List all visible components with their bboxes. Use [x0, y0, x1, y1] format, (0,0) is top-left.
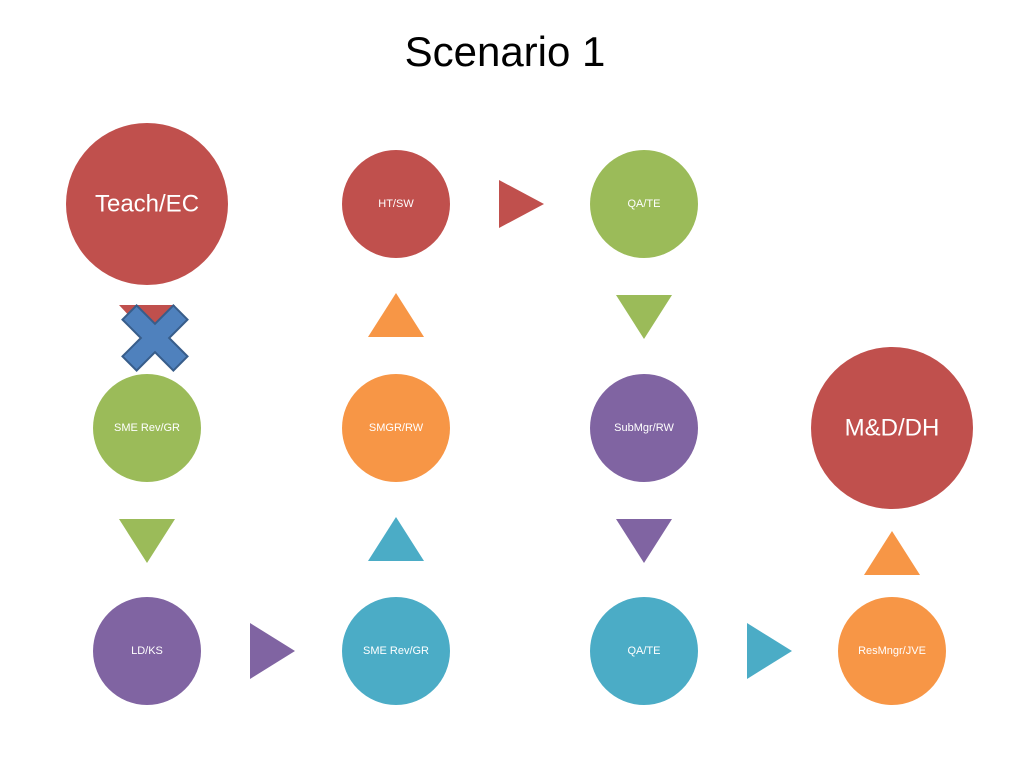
node-label-teach: Teach/EC: [95, 191, 199, 218]
node-label-htsw: HT/SW: [378, 198, 414, 210]
node-htsw: HT/SW: [342, 150, 450, 258]
node-circle-resmngr: [838, 597, 946, 705]
node-ldks: LD/KS: [93, 597, 201, 705]
slide-title: Scenario 1: [404, 28, 606, 75]
node-label-qate2: QA/TE: [627, 645, 660, 657]
node-circle-smgr: [342, 374, 450, 482]
node-teach: Teach/EC: [66, 123, 228, 285]
node-label-mddh: M&D/DH: [845, 415, 940, 442]
node-qate2: QA/TE: [590, 597, 698, 705]
node-label-smerev1: SME Rev/GR: [114, 422, 180, 434]
node-circle-submgr: [590, 374, 698, 482]
arrow-up-resmngr-to-mddh: [864, 531, 920, 575]
node-circle-qate1: [590, 150, 698, 258]
node-label-smerev2: SME Rev/GR: [363, 645, 429, 657]
node-label-resmngr: ResMngr/JVE: [858, 645, 926, 657]
node-qate1: QA/TE: [590, 150, 698, 258]
node-circle-htsw: [342, 150, 450, 258]
arrow-up-smgr-to-htsw: [368, 293, 424, 337]
node-label-smgr: SMGR/RW: [369, 422, 424, 434]
arrow-right-ldks-to-smerev2: [250, 623, 295, 679]
node-smerev1: SME Rev/GR: [93, 374, 201, 482]
node-circle-smerev1: [93, 374, 201, 482]
node-label-ldks: LD/KS: [131, 645, 163, 657]
arrow-up-smerev2-to-smgr: [368, 517, 424, 561]
blocked-x-icon: [121, 304, 189, 372]
node-label-submgr: SubMgr/RW: [614, 422, 674, 434]
node-circle-mddh: [811, 347, 973, 509]
node-circle-qate2: [590, 597, 698, 705]
node-submgr: SubMgr/RW: [590, 374, 698, 482]
arrow-down-qate-to-submgr: [616, 295, 672, 339]
node-smerev2: SME Rev/GR: [342, 597, 450, 705]
node-circle-smerev2: [342, 597, 450, 705]
node-resmngr: ResMngr/JVE: [838, 597, 946, 705]
arrow-right-qate2-to-resmngr: [747, 623, 792, 679]
node-smgr: SMGR/RW: [342, 374, 450, 482]
node-circle-teach: [66, 123, 228, 285]
node-mddh: M&D/DH: [811, 347, 973, 509]
arrow-down-smerev-to-ldks: [119, 519, 175, 563]
node-circle-ldks: [93, 597, 201, 705]
arrow-right-htsw-to-qate: [499, 180, 544, 228]
arrow-down-submgr-to-qate2: [616, 519, 672, 563]
node-label-qate1: QA/TE: [627, 198, 660, 210]
